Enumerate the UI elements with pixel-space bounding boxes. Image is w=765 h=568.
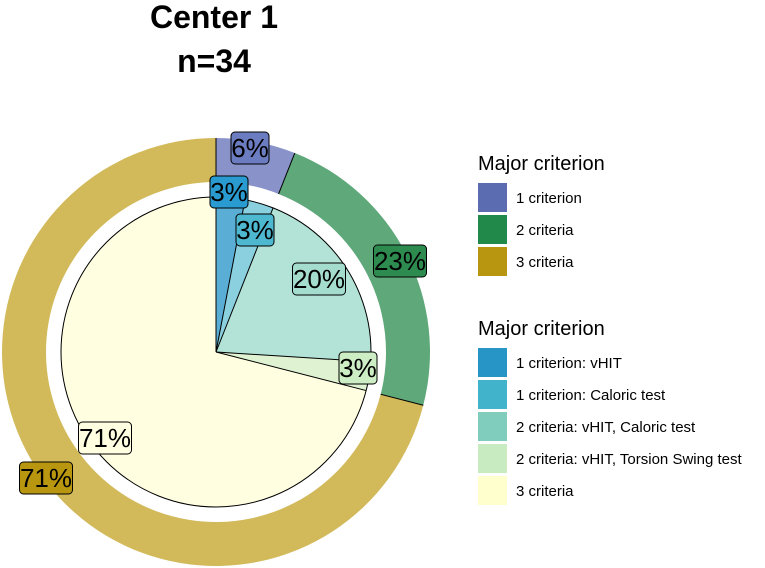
inner-label-2-criteria-vhit-caloric-test: 20% (292, 262, 346, 296)
inner-label-1-criterion-caloric-test-box (235, 213, 275, 247)
legend-key-2-criteria (478, 215, 507, 244)
inner-label-1-criterion-caloric-test-text: 3% (236, 215, 274, 245)
outer-divider-line (278, 152, 296, 195)
legend-label-3-criteria: 3 criteria (516, 483, 574, 500)
outer-label-2-criteria-box (373, 244, 427, 278)
percent-labels: 6% 23% 71% 3% 3% 20% 3% 71% (19, 131, 427, 495)
outer-slice-2-criteria (278, 153, 430, 406)
inner-label-2-criteria-vhit-torsion-swing-test: 3% (338, 351, 378, 385)
legend-key-3-criteria (478, 476, 507, 505)
legend-key-1-criterion-vhit (478, 348, 507, 377)
legend-key-2-criteria-vhit-caloric-test (478, 412, 507, 441)
outer-label-1-criterion: 6% (230, 131, 270, 165)
outer-label-3-criteria-box (19, 461, 73, 495)
inner-label-1-criterion-caloric-test: 3% (235, 213, 275, 247)
legend-label-1-criterion: 1 criterion (516, 190, 582, 207)
legend-label-1-criterion-vhit: 1 criterion: vHIT (516, 355, 622, 372)
inner-label-2-criteria-vhit-torsion-swing-test-text: 3% (339, 353, 377, 383)
outer-label-2-criteria: 23% (373, 244, 427, 278)
inner-divider-line (215, 351, 367, 392)
legend-key-3-criteria (478, 247, 507, 276)
inner-label-3-criteria: 71% (78, 421, 132, 455)
outer-divider-line (380, 393, 424, 406)
legend-inner: Major criterion 1 criterion: vHIT 1 criter… (478, 318, 742, 505)
inner-pie (60, 196, 372, 508)
outer-label-1-criterion-box (230, 131, 270, 165)
legend-title: Major criterion (478, 153, 605, 175)
legend-label-2-criteria-vhit-torsion-swing-test: 2 criteria: vHIT, Torsion Swing test (516, 451, 742, 468)
outer-label-3-criteria-text: 71% (20, 463, 72, 493)
outer-label-3-criteria: 71% (19, 461, 73, 495)
inner-label-3-criteria-text: 71% (79, 423, 131, 453)
legend-label-2-criteria: 2 criteria (516, 222, 574, 239)
legend-title: Major criterion (478, 318, 605, 340)
inner-label-1-criterion-vhit-box (209, 175, 249, 209)
legend-label-3-criteria: 3 criteria (516, 254, 574, 271)
chart-title: Center 1 (150, 0, 278, 35)
inner-slice-3-criteria (60, 197, 367, 507)
outer-label-2-criteria-text: 23% (374, 246, 426, 276)
outer-label-1-criterion-text: 6% (231, 133, 269, 163)
chart-subtitle: n=34 (177, 43, 251, 79)
legend-label-2-criteria-vhit-caloric-test: 2 criteria: vHIT, Caloric test (516, 419, 696, 436)
inner-label-1-criterion-vhit-text: 3% (210, 177, 248, 207)
legend-key-1-criterion (478, 183, 507, 212)
legend-outer: Major criterion 1 criterion 2 criteria 3 cr… (478, 153, 605, 276)
legend-key-2-criteria-vhit-torsion-swing-test (478, 444, 507, 473)
inner-label-2-criteria-vhit-caloric-test-box (292, 262, 346, 296)
inner-label-1-criterion-vhit: 3% (209, 175, 249, 209)
inner-label-3-criteria-box (78, 421, 132, 455)
inner-label-2-criteria-vhit-caloric-test-text: 20% (293, 264, 345, 294)
inner-label-2-criteria-vhit-torsion-swing-test-box (338, 351, 378, 385)
legend-key-1-criterion-caloric-test (478, 380, 507, 409)
legend-label-1-criterion-caloric-test: 1 criterion: Caloric test (516, 387, 666, 404)
